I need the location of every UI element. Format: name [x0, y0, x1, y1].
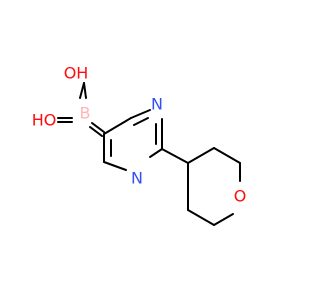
molecule-diagram: OH HO B N N O	[32, 64, 247, 226]
bond-c4-n3	[130, 109, 151, 119]
hydroxyl-label-lower: HO	[32, 111, 57, 130]
bond-o-c6prime	[213, 213, 234, 226]
hydroxyl-label-upper: OH	[64, 64, 89, 83]
pyrimidine-nitrogen-label-lower: N	[131, 169, 143, 188]
bonds	[57, 82, 241, 226]
bond-b-c5	[91, 122, 105, 133]
bond-n1-c6	[103, 161, 127, 171]
bond-b-c5	[89, 126, 103, 137]
bond-c4-n3-inner	[133, 117, 149, 126]
bond-b-oh-upper	[83, 82, 87, 99]
pyrimidine-nitrogen-label-upper: N	[151, 95, 163, 114]
boron-label: B	[80, 104, 91, 123]
bond-c2-n1	[149, 148, 163, 158]
oxane-oxygen-label: O	[234, 187, 247, 206]
bond-c3prime-c2prime	[213, 147, 241, 164]
bond-c5-c4	[103, 117, 132, 135]
bond-c4prime-c3prime	[187, 147, 215, 164]
bond-c6prime-c5prime	[187, 209, 215, 226]
bond-c2-c4prime	[161, 148, 189, 164]
atom-labels: OH HO B N N O	[32, 64, 247, 206]
